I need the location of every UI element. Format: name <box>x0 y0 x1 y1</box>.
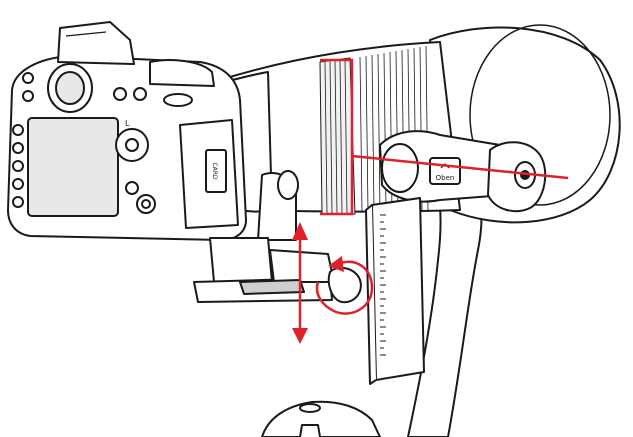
lens-mark: L <box>125 119 130 128</box>
card-label: CARD <box>211 162 218 179</box>
gimbal-base <box>261 400 381 437</box>
rotate-arrow-icon <box>315 256 374 315</box>
gimbal-pivot: Oben <box>379 130 547 213</box>
lcd-screen <box>27 117 119 217</box>
camera-body: CARD L <box>7 21 247 241</box>
vertical-rail <box>365 197 425 385</box>
rotation-axis-line <box>351 154 569 180</box>
brand-label: Oben <box>436 174 455 182</box>
telephoto-lens <box>217 24 621 241</box>
lock-knob-icon <box>327 266 362 304</box>
up-down-arrow-icon <box>292 222 308 344</box>
quick-release-clamp <box>193 237 362 304</box>
lens-position-bracket <box>320 58 354 216</box>
scale-ticks <box>380 214 386 356</box>
